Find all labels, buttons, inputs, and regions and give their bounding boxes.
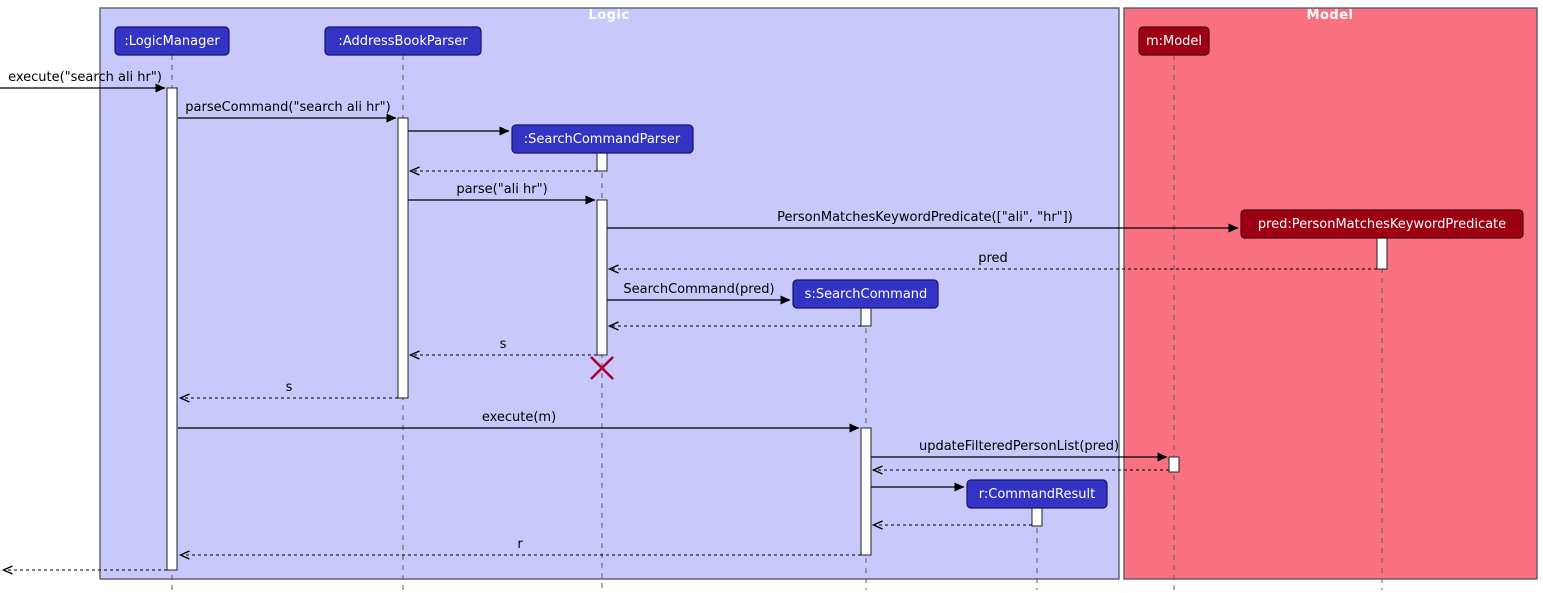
frame-model-title: Model <box>1307 8 1354 23</box>
activation-search-command-execute <box>860 427 872 556</box>
activation-search-command-create <box>860 307 872 327</box>
message-return-pred-label: pred <box>978 251 1008 266</box>
messages: execute("search ali hr") parseCommand("s… <box>0 70 1377 575</box>
participant-model-label: m:Model <box>1146 34 1202 49</box>
participant-predicate-box <box>1240 209 1524 239</box>
participants: :LogicManager :AddressBookParser :Search… <box>114 26 1524 509</box>
frame-logic: Logic <box>99 7 1120 580</box>
message-return-s2-label: s <box>286 380 293 395</box>
message-update-filtered-label: updateFilteredPersonList(pred) <box>919 439 1119 454</box>
message-create-search-command-label: SearchCommand(pred) <box>623 282 774 297</box>
activation-search-command-parser-create <box>596 152 608 172</box>
activation-command-result <box>1031 507 1043 527</box>
message-execute-m-label: execute(m) <box>482 410 556 425</box>
participant-logic-manager: :LogicManager <box>114 26 230 56</box>
frame-model: Model <box>1123 7 1538 580</box>
participant-address-book-parser-box <box>324 26 482 56</box>
participant-logic-manager-label: :LogicManager <box>124 34 220 49</box>
participant-command-result-label: r:CommandResult <box>979 487 1095 502</box>
participant-predicate: pred:PersonMatchesKeywordPredicate <box>1240 209 1524 239</box>
participant-search-command-parser: :SearchCommandParser <box>511 124 694 154</box>
participant-search-command: s:SearchCommand <box>792 279 939 309</box>
participant-search-command-label: s:SearchCommand <box>805 287 928 302</box>
activation-search-command-parser-parse <box>596 199 608 356</box>
participant-command-result: r:CommandResult <box>966 479 1108 509</box>
participant-address-book-parser: :AddressBookParser <box>324 26 482 56</box>
message-return-r-label: r <box>517 537 523 552</box>
activation-address-book-parser <box>397 117 409 399</box>
frame-logic-bg <box>99 7 1120 580</box>
activation-model <box>1168 456 1180 473</box>
participant-command-result-box <box>966 479 1108 509</box>
activation-logic-manager <box>166 87 178 571</box>
message-parse-label: parse("ali hr") <box>456 182 547 197</box>
activation-predicate <box>1376 237 1388 270</box>
frame-logic-title: Logic <box>588 8 629 23</box>
destroy-x-icon <box>590 356 614 380</box>
participant-search-command-parser-box <box>511 124 694 154</box>
message-create-predicate-label: PersonMatchesKeywordPredicate(["ali", "h… <box>777 210 1073 225</box>
participant-address-book-parser-label: :AddressBookParser <box>338 34 468 49</box>
message-return-s1-label: s <box>500 337 507 352</box>
participant-search-command-box <box>792 279 939 309</box>
frame-model-bg <box>1123 7 1538 580</box>
participant-model-box <box>1138 26 1210 56</box>
message-parse-command-label: parseCommand("search ali hr") <box>185 100 390 115</box>
participant-logic-manager-box <box>114 26 230 56</box>
activations <box>166 87 1388 571</box>
participant-model: m:Model <box>1138 26 1210 56</box>
participant-search-command-parser-label: :SearchCommandParser <box>524 132 681 147</box>
participant-predicate-label: pred:PersonMatchesKeywordPredicate <box>1258 217 1506 232</box>
message-execute-label: execute("search ali hr") <box>8 70 162 85</box>
